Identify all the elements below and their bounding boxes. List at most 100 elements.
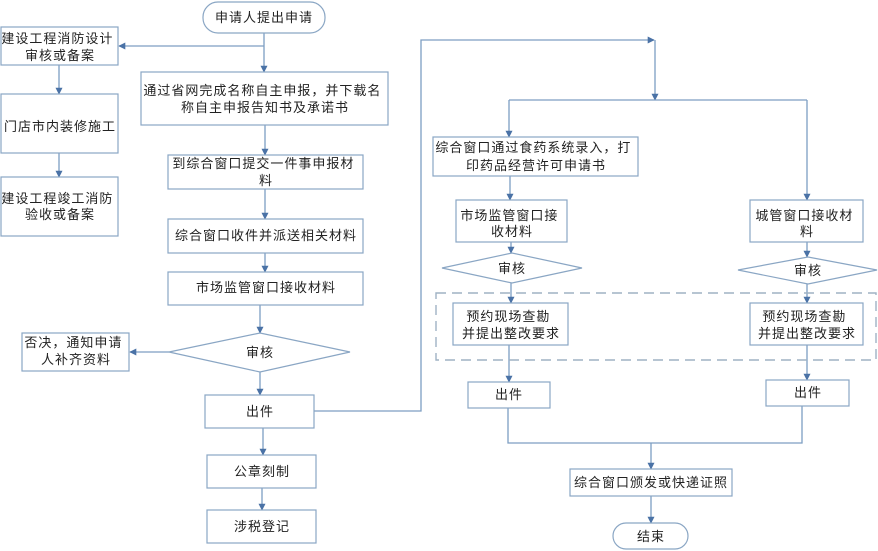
issue-main-box xyxy=(204,394,315,429)
market-receive-label: 市场监管窗口接收材料 xyxy=(196,280,336,296)
issue-urban-box xyxy=(765,379,850,407)
market-receive-2-line-2: 收材料 xyxy=(491,225,533,240)
fire-design-box xyxy=(0,26,119,66)
svg-text:建设工程消防设计 审核或备案: 建设工程消防设计 审核或备案 xyxy=(1,31,118,64)
drug-system-box xyxy=(432,136,639,177)
node-issue-market: 出件 xyxy=(467,381,551,409)
name-report-line-1: 通过省网完成名称自主申报，并下载名 xyxy=(143,83,381,99)
svg-text:否决，通知申请 人补齐资料: 否决，通知申请 人补齐资料 xyxy=(24,335,127,368)
seal-box xyxy=(206,454,317,489)
name-report-box xyxy=(140,71,389,126)
end-label: 结束 xyxy=(637,530,665,545)
svg-text:城管窗口接收材 料: 城管窗口接收材 料 xyxy=(755,208,858,240)
svg-text:申请人提出申请: 申请人提出申请 xyxy=(215,10,313,26)
reject-box xyxy=(21,332,130,372)
node-seal: 公章刻制 xyxy=(206,454,317,489)
fire-acceptance-box xyxy=(0,176,119,237)
urban-receive-line-1: 城管窗口接收材 xyxy=(755,208,853,224)
submit-materials-line-1: 到综合窗口提交一件事申报材 xyxy=(172,156,354,172)
end-terminal xyxy=(612,522,689,550)
svg-text:结束: 结束 xyxy=(637,530,665,545)
node-submit-materials: 到综合窗口提交一件事申报材 料 xyxy=(167,154,364,190)
receive-dispatch-label: 综合窗口收件并派送相关材料 xyxy=(175,228,357,244)
node-name-report: 通过省网完成名称自主申报，并下载名 称自主申报告知书及承诺书 xyxy=(140,71,389,126)
issue-market-label: 出件 xyxy=(495,388,523,403)
review-main-diamond xyxy=(168,332,351,373)
submit-materials-line-2: 料 xyxy=(259,174,273,189)
svg-text:市场监管窗口接 收材料: 市场监管窗口接 收材料 xyxy=(460,208,563,240)
fire-design-line-2: 审核或备案 xyxy=(25,48,95,64)
start-terminal xyxy=(202,1,326,34)
node-renovation: 门店市内装修施工 xyxy=(0,93,119,154)
review-urban-diamond xyxy=(737,256,878,285)
review-urban-label: 审核 xyxy=(794,264,822,279)
urban-receive-line-2: 料 xyxy=(800,225,814,240)
market-receive-2-line-1: 市场监管窗口接 xyxy=(460,208,558,224)
svg-text:审核: 审核 xyxy=(246,346,274,361)
reject-line-2: 人补齐资料 xyxy=(41,352,111,368)
node-start: 申请人提出申请 xyxy=(202,1,326,34)
inspect-market-line-1: 预约现场查勘 xyxy=(466,310,550,325)
svg-text:通过省网完成名称自主申报，并下载名 称自主申报告: 通过省网完成名称自主申报，并下载名 称自主申报告知书及承诺书 xyxy=(143,83,386,116)
node-reject: 否决，通知申请 人补齐资料 xyxy=(21,332,130,372)
seal-label: 公章刻制 xyxy=(234,464,290,480)
reject-line-1: 否决，通知申请 xyxy=(24,335,122,351)
deliver-box xyxy=(569,468,733,497)
inspect-urban-line-1: 预约现场查勘 xyxy=(762,310,846,325)
inspect-market-box xyxy=(452,302,569,346)
svg-text:到综合窗口提交一件事申报材 料: 到综合窗口提交一件事申报材 料 xyxy=(172,156,359,189)
fire-design-line-1: 建设工程消防设计 xyxy=(1,31,113,47)
node-drug-system: 综合窗口通过食药系统录入，打 印药品经营许可申请书 xyxy=(432,136,639,177)
review-market-label: 审核 xyxy=(498,262,526,277)
node-review-main: 审核 xyxy=(168,332,351,373)
node-deliver: 综合窗口颁发或快递证照 xyxy=(569,468,733,497)
node-issue-main: 出件 xyxy=(204,394,315,429)
issue-main-label: 出件 xyxy=(246,405,274,420)
node-fire-design: 建设工程消防设计 审核或备案 xyxy=(0,26,119,66)
svg-text:审核: 审核 xyxy=(498,262,526,277)
svg-text:预约现场查勘 并提出整改要求: 预约现场查勘 并提出整改要求 xyxy=(758,310,856,342)
issue-urban-label: 出件 xyxy=(794,386,822,401)
issue-market-box xyxy=(467,381,551,409)
review-main-label: 审核 xyxy=(246,346,274,361)
name-report-line-2: 称自主申报告知书及承诺书 xyxy=(181,100,349,116)
inspect-market-line-2: 并提出整改要求 xyxy=(462,326,560,342)
svg-text:预约现场查勘 并提出整改要求: 预约现场查勘 并提出整改要求 xyxy=(462,310,560,342)
receive-dispatch-box xyxy=(167,218,364,254)
svg-text:出件: 出件 xyxy=(794,386,822,401)
node-receive-dispatch: 综合窗口收件并派送相关材料 xyxy=(167,218,364,254)
svg-text:综合窗口颁发或快递证照: 综合窗口颁发或快递证照 xyxy=(574,475,728,491)
inspection-group-frame xyxy=(435,292,877,361)
node-tax: 涉税登记 xyxy=(206,509,317,544)
svg-text:审核: 审核 xyxy=(794,264,822,279)
node-market-receive-2: 市场监管窗口接 收材料 xyxy=(455,199,568,243)
market-receive-2-box xyxy=(455,199,568,243)
deliver-label: 综合窗口颁发或快递证照 xyxy=(574,475,728,491)
inspect-urban-line-2: 并提出整改要求 xyxy=(758,326,856,342)
node-end: 结束 xyxy=(612,522,689,550)
node-review-urban: 审核 xyxy=(737,256,878,285)
arrow-issue-to-right-column xyxy=(314,36,655,412)
tax-box xyxy=(206,509,317,544)
drug-system-line-2: 印药品经营许可申请书 xyxy=(466,159,606,174)
inspect-urban-box xyxy=(749,302,864,346)
urban-receive-box xyxy=(749,199,864,243)
review-market-diamond xyxy=(441,252,583,284)
node-issue-urban: 出件 xyxy=(765,379,850,407)
fire-acceptance-line-2: 验收或备案 xyxy=(25,207,95,223)
connectors xyxy=(55,33,811,524)
node-market-receive: 市场监管窗口接收材料 xyxy=(167,271,364,306)
start-label: 申请人提出申请 xyxy=(215,10,313,26)
svg-text:综合窗口通过食药系统录入，打 印药品经营许可申请: 综合窗口通过食药系统录入，打 印药品经营许可申请书 xyxy=(435,140,636,174)
svg-text:市场监管窗口接收材料: 市场监管窗口接收材料 xyxy=(196,280,336,296)
svg-text:建设工程竣工消防 验收或备案: 建设工程竣工消防 验收或备案 xyxy=(1,191,118,223)
svg-text:门店市内装修施工: 门店市内装修施工 xyxy=(4,119,116,135)
node-fire-acceptance: 建设工程竣工消防 验收或备案 xyxy=(0,176,119,237)
node-review-market: 审核 xyxy=(441,252,583,284)
submit-materials-box xyxy=(167,154,364,190)
fire-acceptance-line-1: 建设工程竣工消防 xyxy=(1,191,113,207)
node-inspect-urban: 预约现场查勘 并提出整改要求 xyxy=(749,302,864,346)
svg-text:公章刻制: 公章刻制 xyxy=(234,464,290,480)
renovation-label: 门店市内装修施工 xyxy=(4,119,116,135)
renovation-box xyxy=(0,93,119,154)
